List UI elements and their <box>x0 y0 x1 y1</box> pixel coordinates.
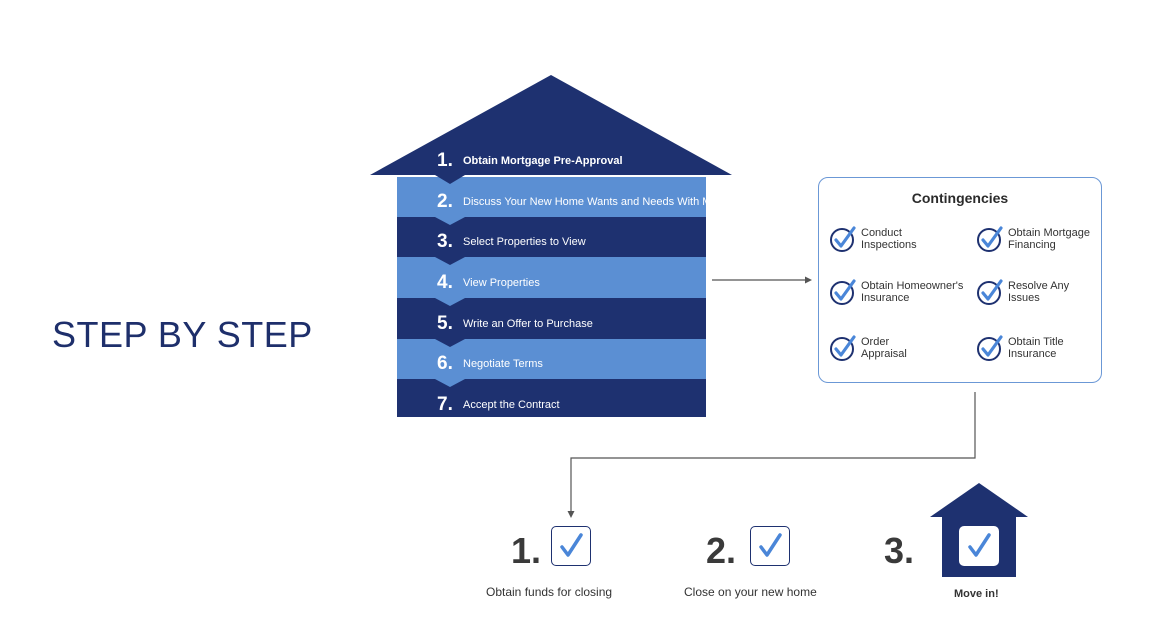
step-text: Accept the Contract <box>463 399 560 411</box>
final-step-label: Close on your new home <box>684 585 817 599</box>
checkbox-icon <box>551 526 591 566</box>
check-circle-icon <box>977 279 1003 305</box>
arrow-to-contingencies <box>712 276 812 284</box>
step-number: 6. <box>437 353 453 374</box>
check-circle-icon <box>830 279 856 305</box>
step-bar-2 <box>397 177 706 225</box>
contingency-text: Obtain Mortgage Financing <box>1008 227 1116 251</box>
arrow-to-final-steps <box>567 392 976 518</box>
step-text: Select Properties to View <box>463 236 586 248</box>
step-6: 6. Negotiate Terms <box>437 344 543 384</box>
final-step-number: 1. <box>511 530 542 571</box>
contingency-line: Conduct <box>861 227 902 239</box>
contingency-text: Resolve Any Issues <box>1008 280 1116 304</box>
step-number: 2. <box>437 191 453 212</box>
check-circle-icon <box>830 335 856 361</box>
contingency-line: Issues <box>1008 292 1040 304</box>
contingency-line: Obtain Title <box>1008 336 1064 348</box>
contingency-item: Order Appraisal <box>829 334 969 362</box>
check-circle-icon <box>830 226 856 252</box>
contingency-line: Financing <box>1008 239 1056 251</box>
contingency-line: Obtain Mortgage <box>1008 227 1090 239</box>
check-circle-icon <box>977 226 1003 252</box>
step-bar-6 <box>397 339 706 387</box>
contingency-line: Obtain Homeowner's <box>861 280 964 292</box>
step-1: 1. Obtain Mortgage Pre-Approval <box>437 141 623 181</box>
contingency-item: Obtain Mortgage Financing <box>976 225 1116 253</box>
step-text: Obtain Mortgage Pre-Approval <box>463 155 623 167</box>
final-step-label: Obtain funds for closing <box>486 585 613 599</box>
contingency-text: Obtain Homeowner's Insurance <box>861 280 969 304</box>
step-number: 5. <box>437 313 453 334</box>
step-text: Write an Offer to Purchase <box>463 318 593 330</box>
step-2: 2. Discuss Your New Home Wants and Needs… <box>437 182 718 222</box>
final-step-number: 2. <box>706 530 737 571</box>
checkmark-icon <box>968 533 991 557</box>
step-number: 7. <box>437 394 453 415</box>
move-in-house-roof <box>930 483 1028 517</box>
contingency-item: Resolve Any Issues <box>976 278 1116 306</box>
contingency-line: Appraisal <box>861 348 907 360</box>
checkbox-icon <box>959 526 999 566</box>
contingencies-box <box>818 177 1102 383</box>
contingencies-title: Contingencies <box>911 190 1009 206</box>
contingency-line: Resolve Any <box>1008 280 1070 292</box>
step-number: 4. <box>437 272 453 293</box>
contingency-line: Inspections <box>861 239 917 251</box>
contingency-text: Conduct Inspections <box>861 227 969 251</box>
step-5: 5. Write an Offer to Purchase <box>437 304 593 344</box>
checkmark-icon <box>759 533 782 557</box>
step-7: 7. Accept the Contract <box>437 385 560 425</box>
step-3: 3. Select Properties to View <box>437 222 586 262</box>
contingency-line: Order <box>861 336 890 348</box>
contingency-item: Obtain Homeowner's Insurance <box>829 278 969 306</box>
contingency-text: Order Appraisal <box>861 336 969 360</box>
roof-step-1 <box>370 75 732 175</box>
page-title: STEP BY STEP <box>52 314 313 355</box>
step-4: 4. View Properties <box>437 263 540 303</box>
checkbox-icon <box>750 526 790 566</box>
checkmark-icon <box>560 533 583 557</box>
step-text: Discuss Your New Home Wants and Needs Wi… <box>463 196 718 208</box>
contingency-text: Obtain Title Insurance <box>1008 336 1116 360</box>
step-number: 1. <box>437 150 453 171</box>
contingency-item: Conduct Inspections <box>829 225 969 253</box>
contingency-line: Insurance <box>1008 348 1057 360</box>
final-step-label: Move in! <box>954 588 999 600</box>
step-number: 3. <box>437 231 453 252</box>
step-text: View Properties <box>463 277 540 289</box>
contingency-item: Obtain Title Insurance <box>976 334 1116 362</box>
check-circle-icon <box>977 335 1003 361</box>
final-step-number: 3. <box>884 530 915 571</box>
step-bar-5 <box>397 298 706 347</box>
contingency-line: Insurance <box>861 292 910 304</box>
step-bar-3 <box>397 217 706 265</box>
roof-notch <box>420 175 480 184</box>
step-bar-4 <box>397 257 706 306</box>
step-text: Negotiate Terms <box>463 358 543 370</box>
